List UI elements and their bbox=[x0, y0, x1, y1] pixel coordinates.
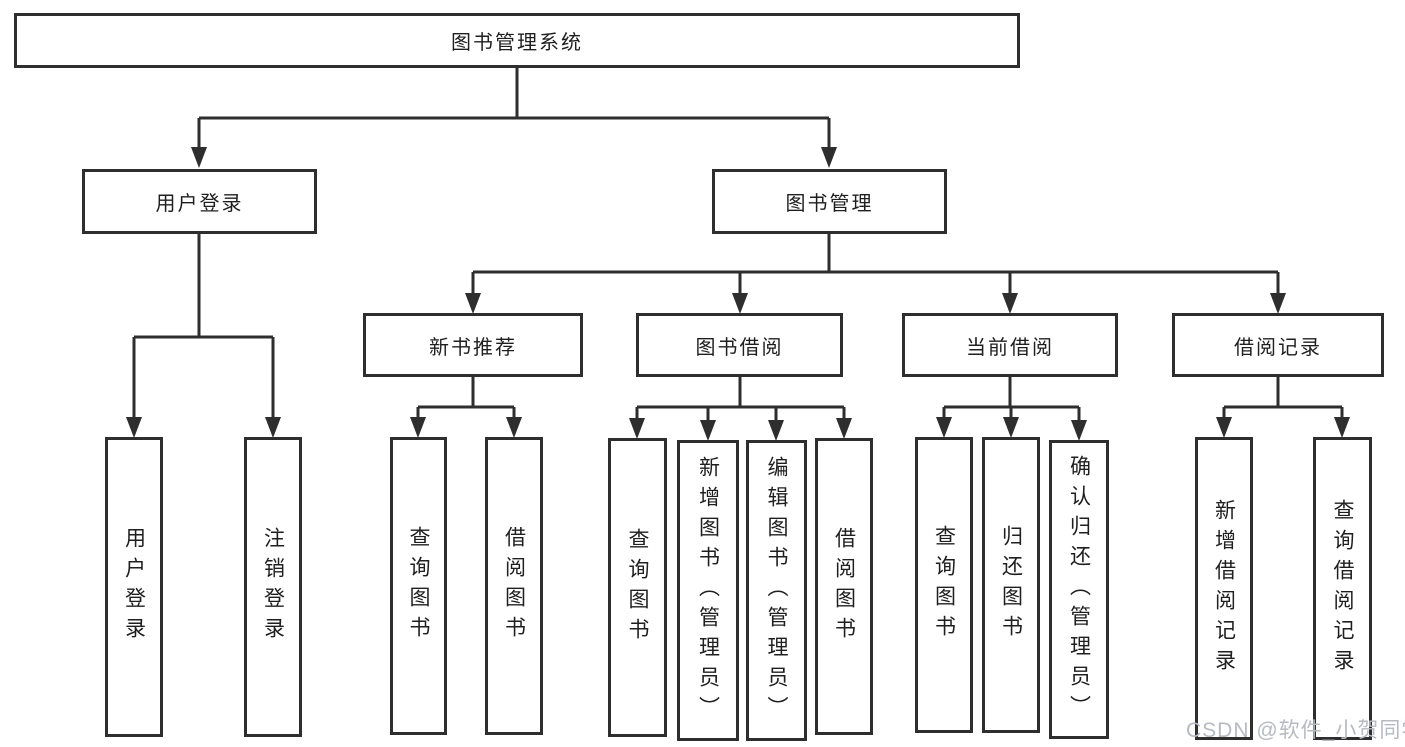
leaf-return-books-label: 归还图书 bbox=[999, 525, 1023, 645]
node-current-borrowing: 当前借阅 bbox=[902, 313, 1118, 377]
leaf-add-borrow-record-label: 新增借阅记录 bbox=[1212, 498, 1236, 679]
node-root-library-system: 图书管理系统 bbox=[14, 13, 1020, 68]
leaf-logout: 注销登录 bbox=[244, 437, 302, 737]
leaf-query-books-current: 查询图书 bbox=[915, 437, 973, 733]
leaf-edit-books-admin-label: 编辑图书（管理员） bbox=[765, 455, 788, 726]
node-root-label: 图书管理系统 bbox=[451, 32, 583, 54]
csdn-watermark: CSDN @软件_小贺同学 bbox=[1186, 719, 1405, 742]
node-user-login-label: 用户登录 bbox=[155, 193, 244, 215]
leaf-borrow-books-borrowing: 借阅图书 bbox=[815, 438, 873, 735]
leaf-logout-label: 注销登录 bbox=[261, 527, 285, 647]
node-book-borrowing-label: 图书借阅 bbox=[695, 336, 784, 359]
leaf-confirm-return-admin: 确认归还（管理员） bbox=[1049, 440, 1109, 739]
leaf-query-borrow-record: 查询借阅记录 bbox=[1313, 437, 1372, 740]
leaf-query-books-borrowing: 查询图书 bbox=[608, 438, 667, 737]
leaf-add-books-admin-label: 新增图书（管理员） bbox=[696, 455, 720, 726]
leaf-user-login: 用户登录 bbox=[105, 437, 163, 737]
leaf-query-books-recommend-label: 查询图书 bbox=[407, 526, 430, 646]
leaf-confirm-return-admin-label: 确认归还（管理员） bbox=[1067, 454, 1091, 725]
leaf-edit-books-admin: 编辑图书（管理员） bbox=[746, 440, 807, 741]
leaf-add-borrow-record: 新增借阅记录 bbox=[1195, 437, 1253, 740]
node-new-book-recommend: 新书推荐 bbox=[363, 313, 583, 377]
node-current-borrowing-label: 当前借阅 bbox=[966, 336, 1054, 359]
node-book-management-label: 图书管理 bbox=[785, 193, 874, 215]
leaf-query-books-recommend: 查询图书 bbox=[390, 437, 447, 735]
leaf-add-books-admin: 新增图书（管理员） bbox=[677, 440, 739, 741]
node-book-borrowing: 图书借阅 bbox=[636, 313, 843, 377]
node-new-book-recommend-label: 新书推荐 bbox=[429, 336, 517, 359]
leaf-query-books-current-label: 查询图书 bbox=[932, 525, 956, 645]
leaf-borrow-books-recommend-label: 借阅图书 bbox=[502, 526, 526, 646]
leaf-return-books: 归还图书 bbox=[982, 437, 1040, 733]
leaf-query-borrow-record-label: 查询借阅记录 bbox=[1331, 498, 1354, 679]
leaf-borrow-books-borrowing-label: 借阅图书 bbox=[832, 526, 856, 647]
node-user-login: 用户登录 bbox=[82, 169, 317, 234]
node-borrow-records-label: 借阅记录 bbox=[1234, 336, 1322, 359]
leaf-query-books-borrowing-label: 查询图书 bbox=[626, 527, 649, 648]
leaf-user-login-label: 用户登录 bbox=[122, 527, 146, 647]
leaf-borrow-books-recommend: 借阅图书 bbox=[485, 437, 543, 735]
node-borrow-records: 借阅记录 bbox=[1172, 313, 1384, 377]
node-book-management: 图书管理 bbox=[712, 169, 947, 234]
